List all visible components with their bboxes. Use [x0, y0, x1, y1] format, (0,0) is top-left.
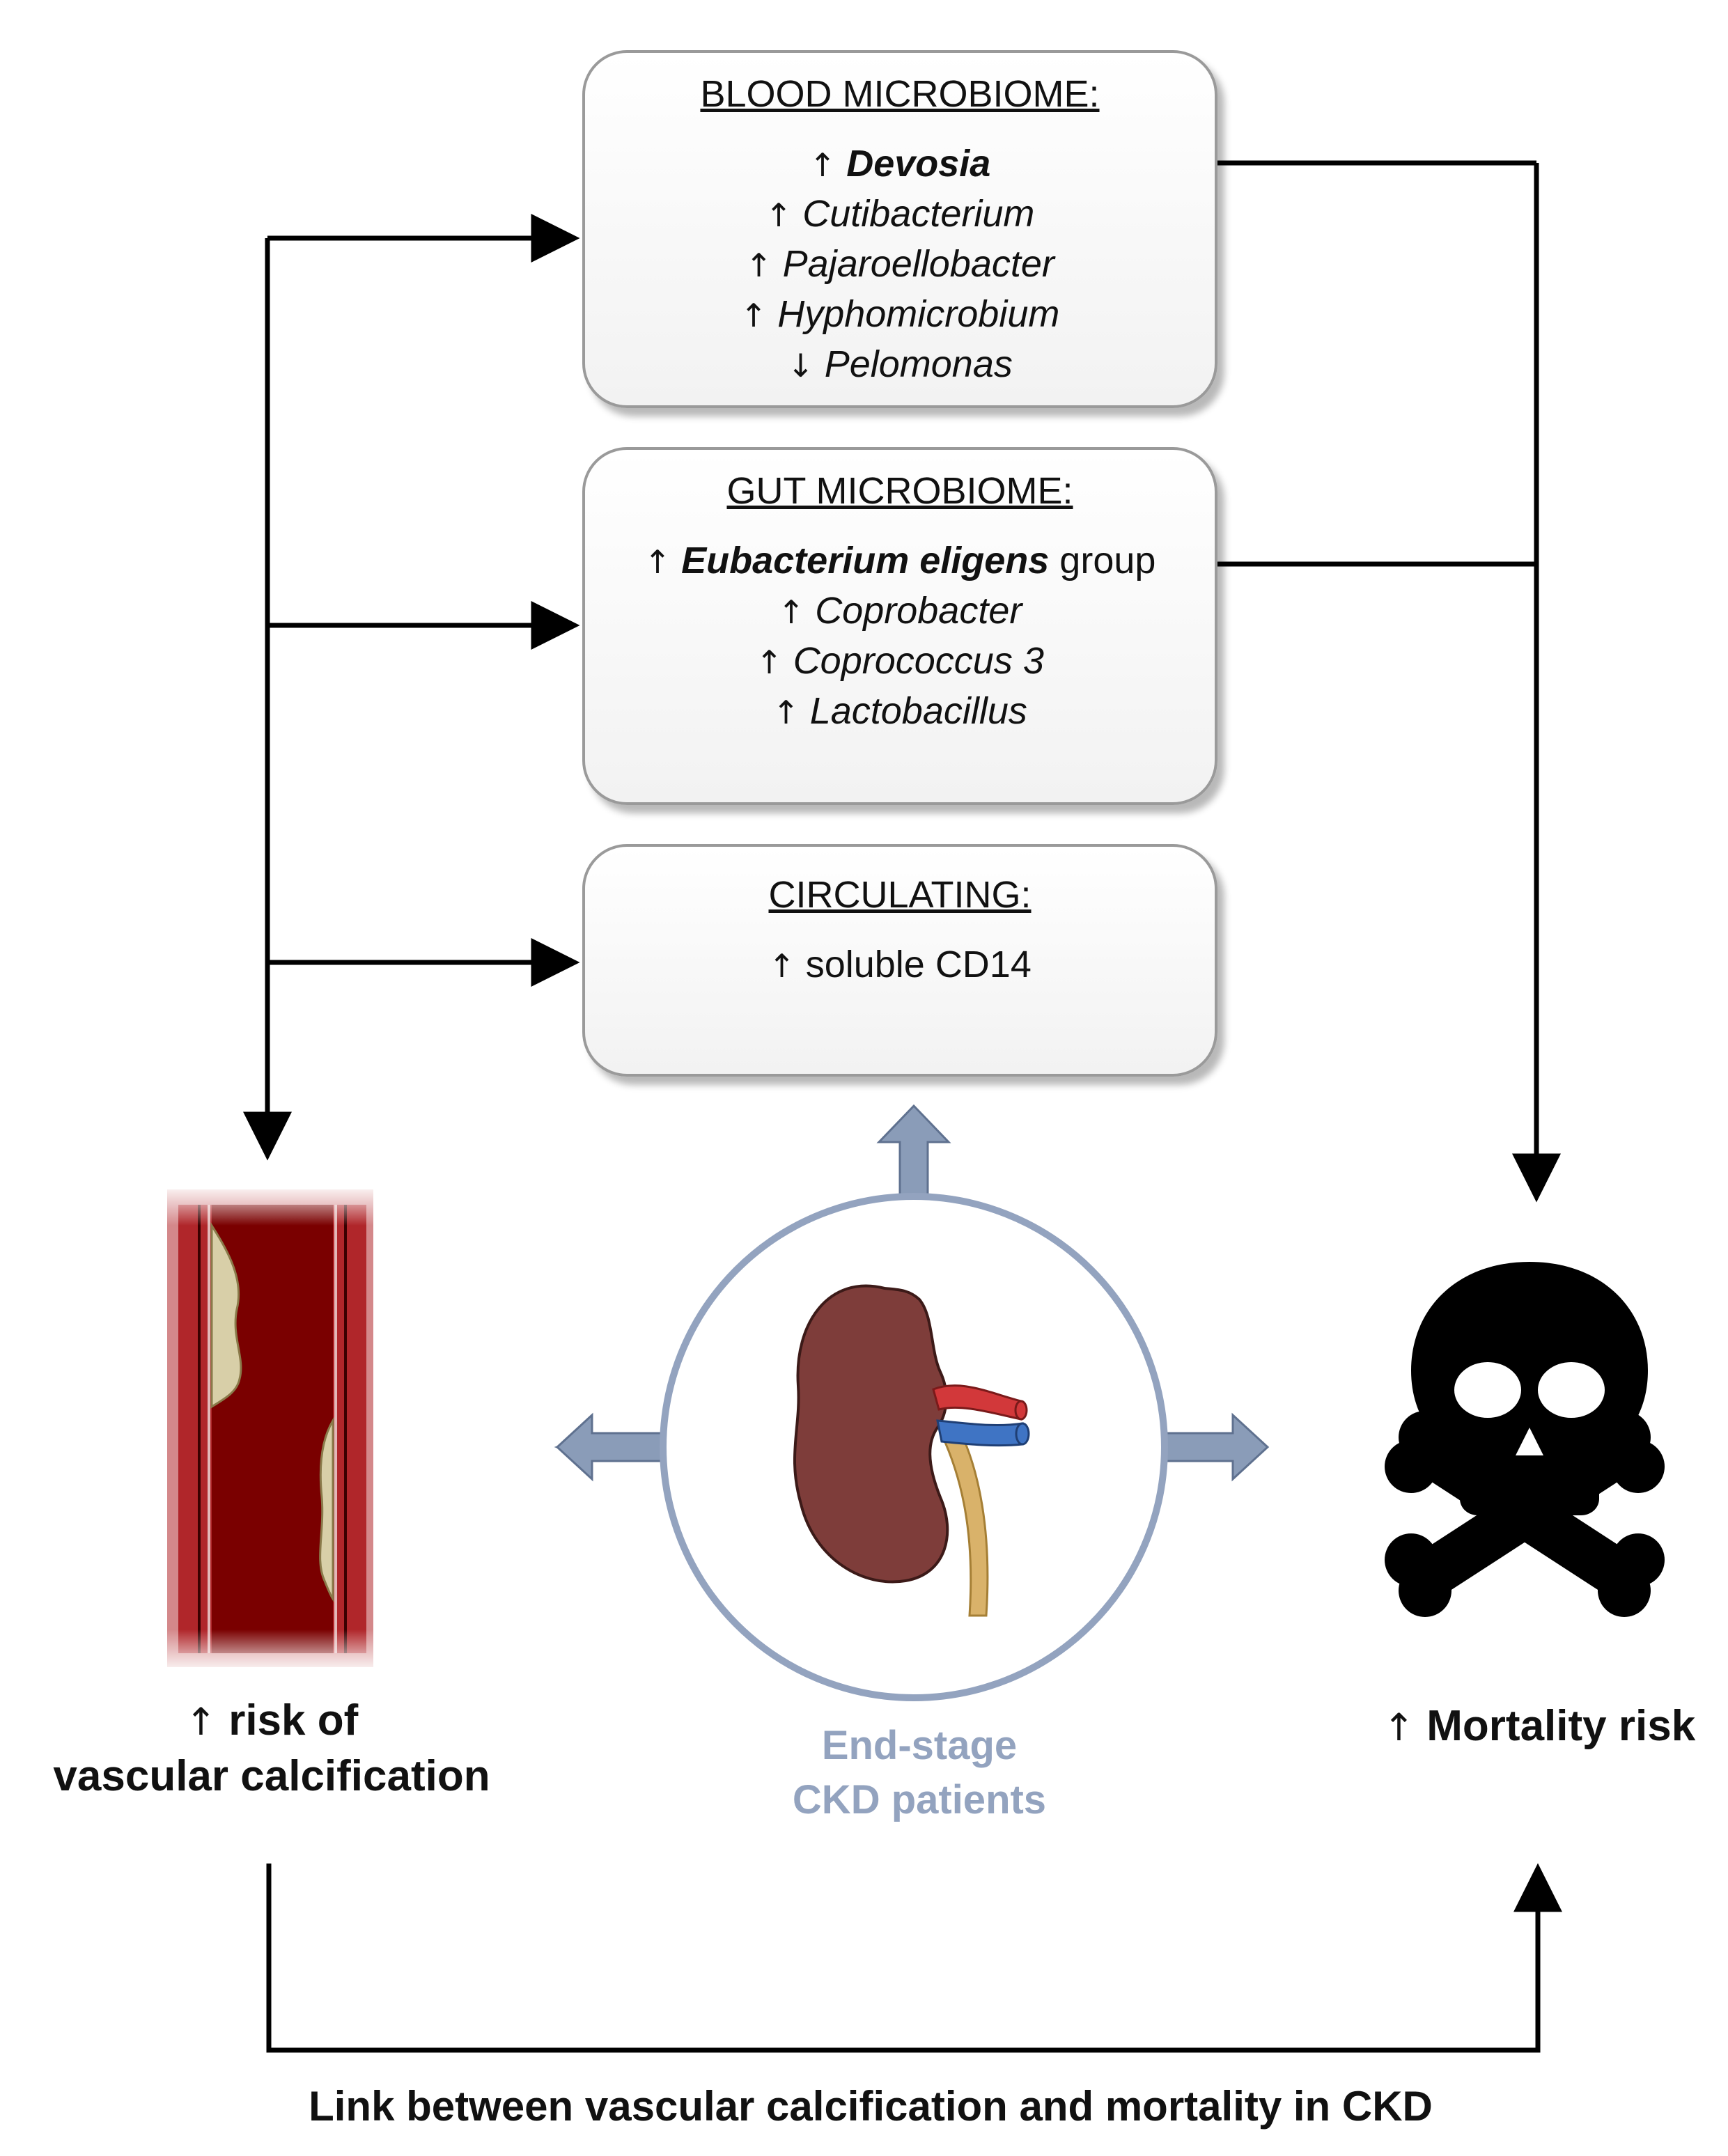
block-arrow-left-body — [555, 1412, 663, 1482]
blood-microbiome-box: BLOOD MICROBIOME: ↑ Devosia ↑ Cutibacter… — [582, 50, 1217, 408]
ckd-patients-label: End-stage CKD patients — [792, 1723, 1047, 1822]
link-bracket — [266, 1863, 1562, 2053]
blood-microbiome-title: BLOOD MICROBIOME: — [700, 73, 1100, 115]
circulating-box: CIRCULATING: ↑ soluble CD14 — [582, 844, 1217, 1077]
footer-caption: Link between vascular calcification and … — [309, 2083, 1433, 2130]
gut-microbiome-title: GUT MICROBIOME: — [726, 470, 1073, 512]
blood-item-cutibacterium: ↑ Cutibacterium — [765, 193, 1035, 235]
circulating-title: CIRCULATING: — [768, 874, 1032, 916]
artery-end — [1014, 1400, 1028, 1421]
gut-item-coprococcus: ↑ Coprococcus 3 — [756, 640, 1044, 682]
gut-item-lactobacillus: ↑ Lactobacillus — [772, 690, 1027, 732]
skull-eye-left — [1454, 1362, 1521, 1418]
kidney-vein — [936, 1419, 1024, 1447]
blood-item-hyphomicrobium: ↑ Hyphomicrobium — [740, 293, 1060, 335]
left-connectors — [243, 214, 580, 1161]
plaque-left — [210, 1221, 242, 1409]
skull-crossbones-icon — [1385, 1262, 1665, 1617]
vein-end — [1015, 1422, 1030, 1446]
link-bracket-line — [266, 1863, 1562, 2053]
ureter-shape — [940, 1426, 989, 1617]
plaque-right — [319, 1416, 334, 1602]
vascular-calcification-label: ↑ risk of vascular calcification — [53, 1696, 490, 1800]
skull-shape — [1411, 1262, 1648, 1515]
skull-eye-right — [1538, 1362, 1605, 1418]
blood-item-pajaroellobacter: ↑ Pajaroellobacter — [745, 243, 1054, 285]
vessel-top-fade — [164, 1184, 380, 1226]
block-arrow-right — [1162, 1412, 1270, 1482]
blood-item-devosia: ↑ Devosia — [809, 143, 991, 185]
vessel-bottom-fade — [164, 1630, 380, 1674]
gut-microbiome-box: GUT MICROBIOME: ↑ Eubacterium eligens gr… — [582, 447, 1217, 805]
circulating-item-scd14: ↑ soluble CD14 — [768, 944, 1032, 985]
gut-item-coprobacter: ↑ Coprobacter — [777, 590, 1022, 632]
blood-vessel-icon — [164, 1184, 380, 1674]
skull-nose — [1516, 1428, 1543, 1455]
mortality-risk-label: ↑ Mortality risk — [1383, 1702, 1696, 1750]
blood-item-pelomonas: ↓ Pelomonas — [787, 343, 1013, 385]
block-arrows — [554, 1104, 1270, 1482]
kidney-body — [793, 1284, 949, 1584]
gut-item-eubacterium: ↑ Eubacterium eligens group — [644, 540, 1156, 581]
kidney-icon — [793, 1284, 1030, 1617]
gut-item-eubacterium-suffix: group — [1049, 540, 1156, 581]
